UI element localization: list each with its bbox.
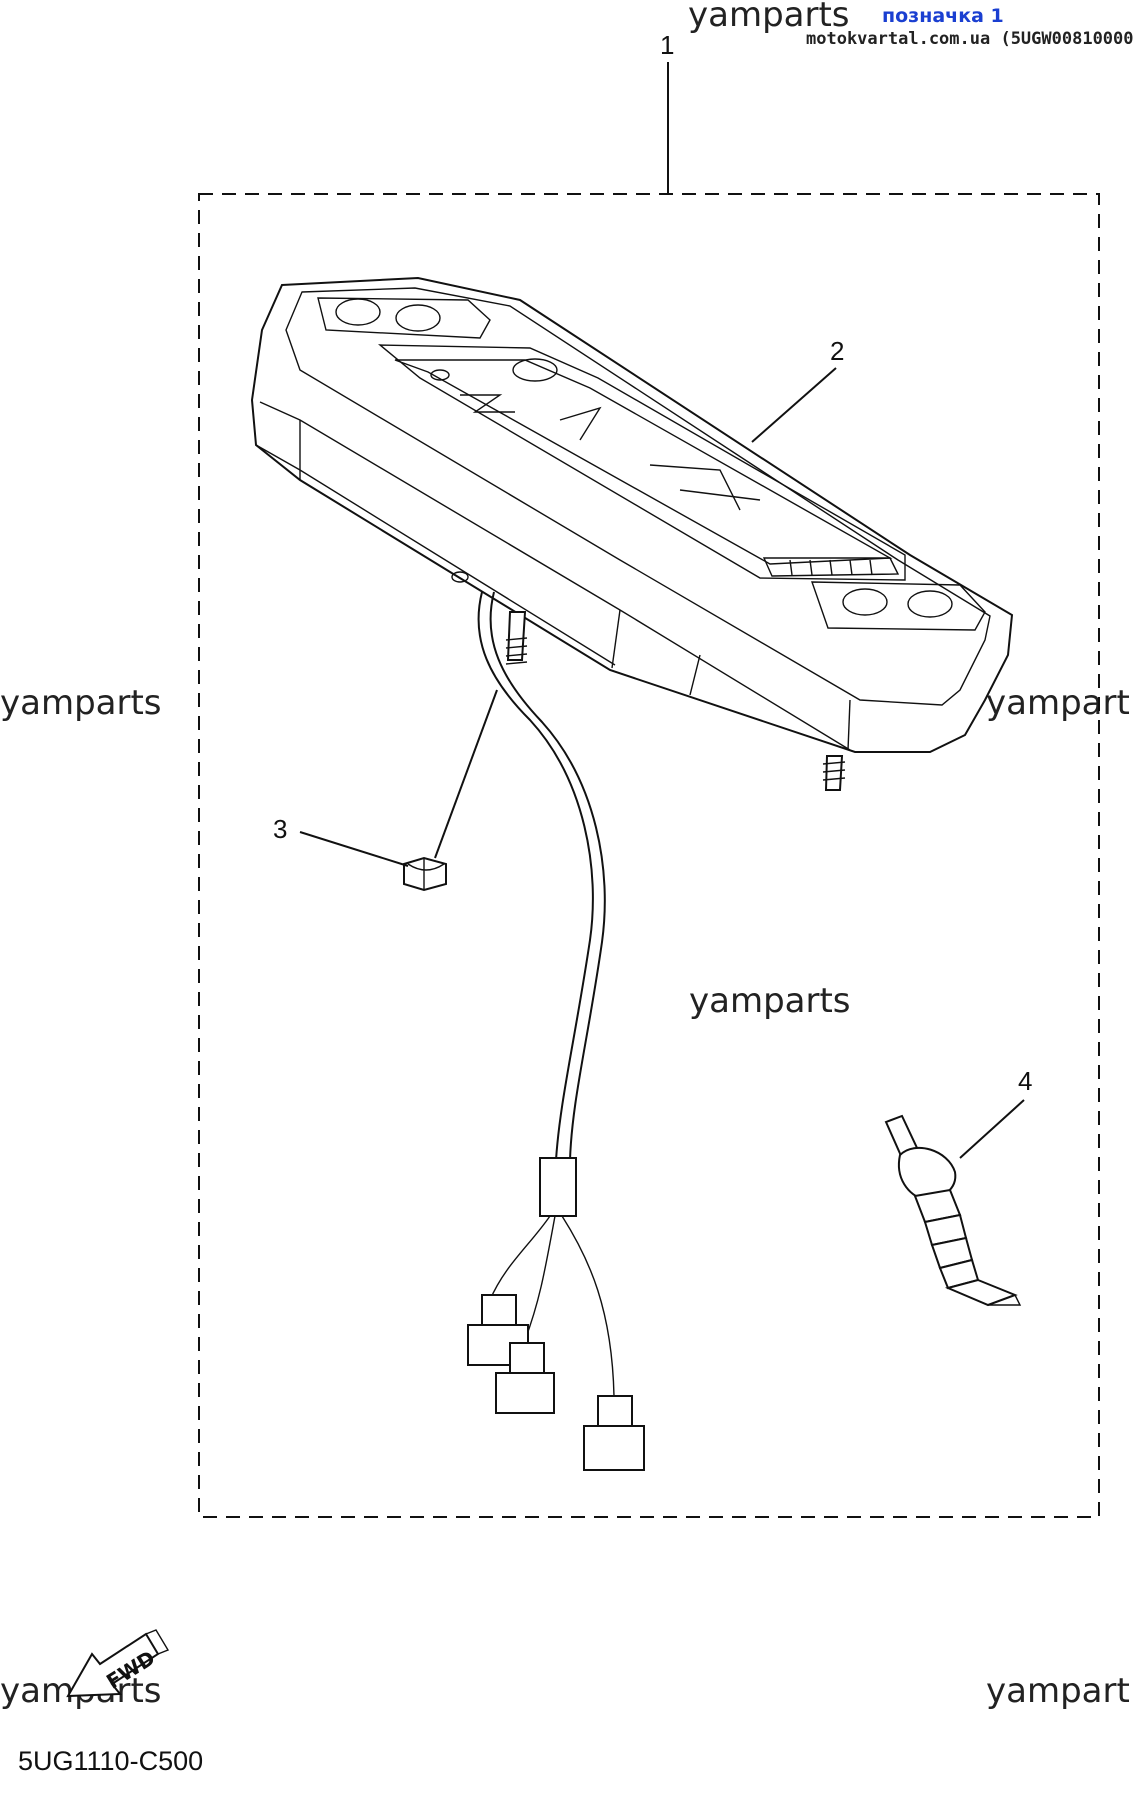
header-source: motokvartal.com.ua (5UGW00810000) (806, 29, 1134, 49)
leader-line-3 (299, 831, 409, 867)
watermark: yampart (986, 683, 1130, 723)
callout-3: 3 (273, 814, 287, 844)
meter-assembly (250, 276, 1014, 791)
diagram-code: 5UG1110-C500 (18, 1746, 203, 1776)
leader-line-4 (959, 1099, 1025, 1159)
nut-alignment-line (434, 689, 498, 859)
leader-line-2 (751, 367, 837, 443)
callout-2: 2 (830, 336, 844, 366)
assembly-boundary (198, 193, 1100, 1518)
watermark: yampart (986, 1671, 1130, 1711)
watermark: yamparts (689, 981, 851, 1021)
bulb-socket (884, 1114, 1022, 1307)
callout-1: 1 (660, 30, 674, 60)
watermark: yamparts (688, 0, 850, 35)
callout-4: 4 (1018, 1066, 1032, 1096)
nut (403, 856, 447, 892)
watermark: yamparts (0, 683, 162, 723)
wire-harness (467, 591, 645, 1471)
header-label: позначка 1 (882, 5, 1004, 27)
